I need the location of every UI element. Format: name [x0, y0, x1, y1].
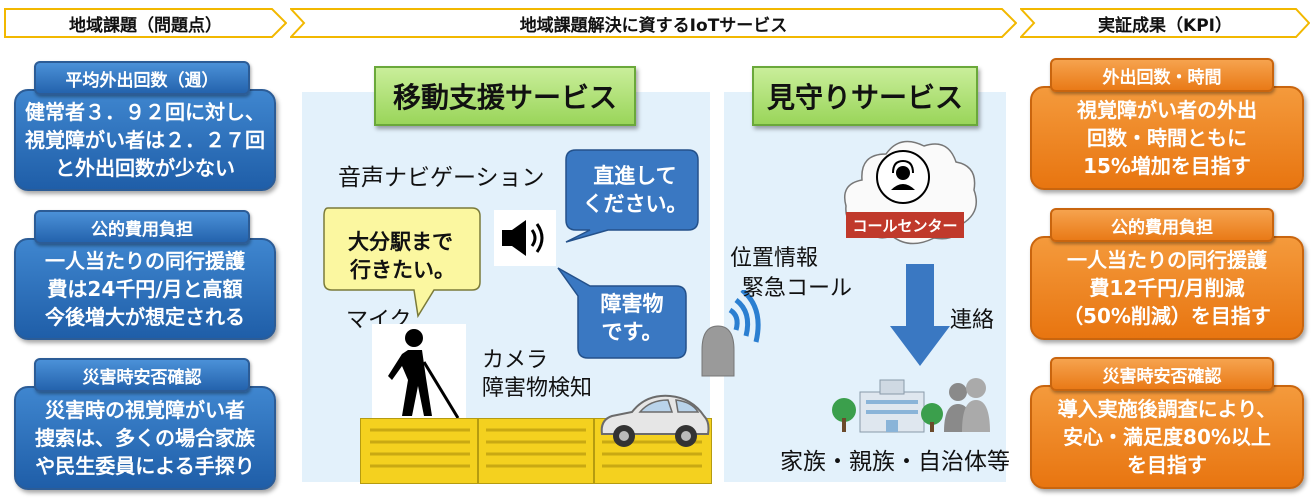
kpi-title-disaster: 災害時安否確認 [1050, 357, 1274, 391]
user-speech-bubble [323, 207, 481, 318]
operator-icon [876, 150, 930, 204]
header-issues: 地域課題（問題点） [4, 8, 287, 38]
camera-label: カメラ [482, 348, 549, 373]
header-services-label: 地域課題解決に資するIoTサービス [519, 15, 788, 36]
blind-person-icon [372, 324, 466, 422]
issue-card-cost: 一人当たりの同行援護 費は24千円/月と高額 今後増大が想定される [14, 238, 276, 340]
kpi-line: 一人当たりの同行援護 [1067, 248, 1267, 272]
car-icon [600, 394, 710, 447]
header-kpi: 実証成果（KPI） [1020, 8, 1310, 38]
header-arrow-shape [4, 8, 287, 38]
speaker-icon [494, 210, 556, 266]
header-services: 地域課題解決に資するIoTサービス [290, 8, 1017, 38]
header-kpi-label: 実証成果（KPI） [1098, 15, 1232, 36]
location-label: 位置情報 [730, 246, 819, 271]
issue-card-outings: 健常者３．９２回に対し、 視覚障がい者は２．２７回 と外出回数が少ない [14, 89, 276, 191]
issue-line: 今後増大が想定される [45, 305, 245, 329]
voice-navigation-label: 音声ナビゲーション [338, 165, 545, 191]
header-arrow-shape [290, 8, 1017, 38]
emergency-call-label: 緊急コール [742, 276, 853, 301]
call-center-label: コールセンター [846, 212, 964, 238]
reply-obstacle-line: 障害物 [600, 292, 664, 316]
user-speech-line: 行きたい。 [350, 258, 455, 282]
kpi-line: 導入実施後調査により、 [1057, 397, 1277, 421]
contact-label: 連絡 [950, 308, 995, 333]
kpi-line: を目指す [1127, 453, 1207, 477]
kpi-line: （50%削減）を目指す [1063, 304, 1271, 328]
issue-line: 災害時の視覚障がい者 [45, 398, 245, 422]
reply-bubble-straight [565, 149, 699, 243]
wireless-device-icon [701, 290, 761, 377]
kpi-title-outings: 外出回数・時間 [1050, 58, 1274, 92]
issue-line: 一人当たりの同行援護 [45, 249, 245, 273]
reply-straight-line: ください。 [582, 192, 688, 216]
kpi-card-outings: 視覚障がい者の外出 回数・時間ともに 15%増加を目指す [1030, 86, 1304, 190]
issue-title-disaster: 災害時安否確認 [34, 358, 250, 392]
watch-service-title: 見守りサービス [752, 66, 978, 126]
issue-card-disaster: 災害時の視覚障がい者 捜索は、多くの場合家族 や民生委員による手探り [14, 386, 276, 490]
reply-obstacle-line: です。 [601, 320, 663, 344]
contact-arrow [890, 264, 950, 366]
reply-straight-line: 直進して [593, 164, 677, 188]
kpi-line: 15%増加を目指す [1083, 154, 1251, 178]
kpi-line: 費12千円/月削減 [1089, 276, 1245, 300]
kpi-line: 安心・満足度80%以上 [1063, 425, 1271, 449]
issue-line: と外出回数が少ない [55, 156, 235, 180]
issue-line: や民生委員による手探り [35, 454, 255, 478]
reply-bubble-obstacle [557, 267, 687, 359]
recipients-label: 家族・親族・自治体等 [780, 449, 1010, 475]
building-family-icon [832, 378, 990, 433]
header-arrow-shape [1020, 8, 1310, 38]
issue-line: 視覚障がい者は２．２７回 [25, 128, 265, 152]
kpi-card-disaster: 導入実施後調査により、 安心・満足度80%以上 を目指す [1030, 385, 1304, 489]
issue-line: 捜索は、多くの場合家族 [35, 426, 255, 450]
issue-line: 費は24千円/月と高額 [47, 277, 243, 301]
issue-line: 健常者３．９２回に対し、 [25, 100, 265, 124]
mobility-service-title: 移動支援サービス [374, 66, 636, 126]
kpi-line: 回数・時間ともに [1087, 126, 1247, 150]
issue-title-outings: 平均外出回数（週） [34, 61, 250, 95]
header-issues-label: 地域課題（問題点） [69, 15, 222, 36]
kpi-title-cost: 公的費用負担 [1050, 208, 1274, 242]
kpi-line: 視覚障がい者の外出 [1077, 98, 1257, 122]
obstacle-detection-label: 障害物検知 [482, 376, 593, 401]
user-speech-line: 大分駅まで [348, 230, 453, 254]
issue-title-cost: 公的費用負担 [34, 210, 250, 244]
kpi-card-cost: 一人当たりの同行援護 費12千円/月削減 （50%削減）を目指す [1030, 236, 1304, 340]
